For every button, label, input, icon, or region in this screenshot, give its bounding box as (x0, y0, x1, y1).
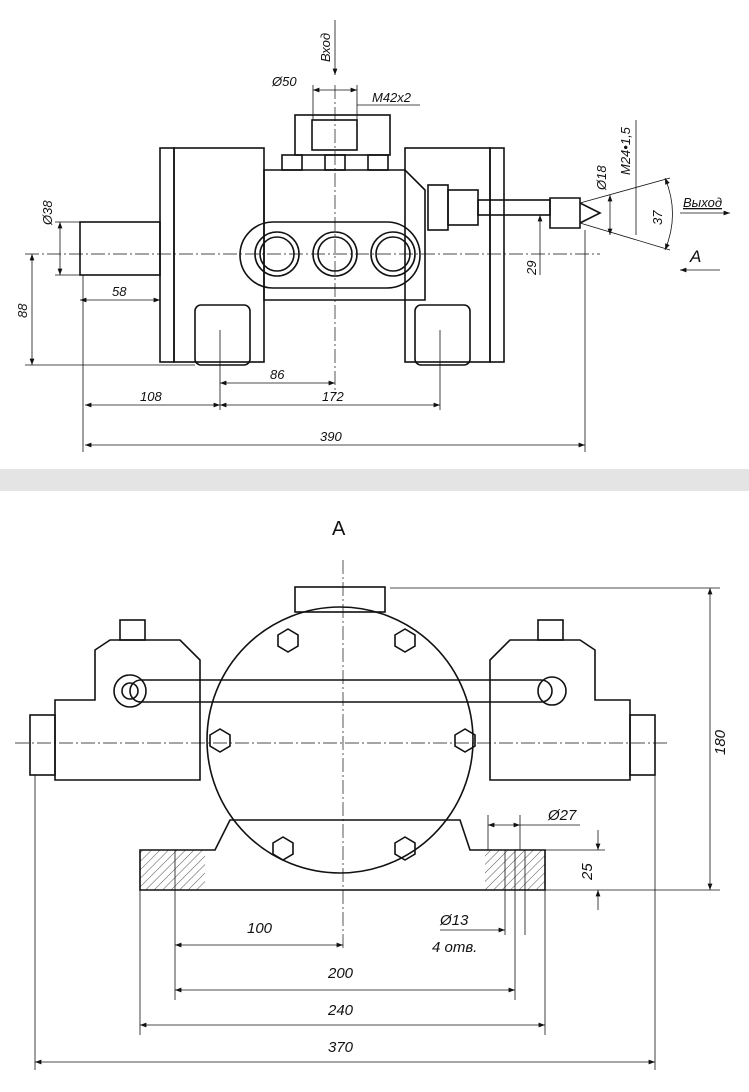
body-right (404, 147, 491, 363)
dim-shaft-height: 88 (15, 303, 30, 318)
dim-cone-angle: 37 (650, 210, 665, 225)
outlet-fitting (447, 189, 479, 226)
valve-plug (312, 231, 358, 277)
right-end-plate (489, 147, 505, 363)
top-tab (294, 586, 386, 613)
dim-hole-count: 4 отв. (432, 939, 477, 956)
side-bolt-right (629, 714, 656, 776)
dim-outlet-diameter: Ø18 (594, 165, 609, 191)
dimension-lines (25, 20, 730, 452)
bolt-head (119, 619, 146, 641)
valve-plug-inner (375, 236, 411, 272)
dim-foot-spacing: 172 (322, 389, 344, 404)
dim-outlet-offset: 29 (524, 261, 539, 276)
housing-bolts (209, 628, 476, 861)
outlet-nut (427, 184, 449, 231)
foot-left (194, 304, 251, 366)
inlet-bore (311, 119, 358, 151)
side-bolt-left (29, 714, 56, 776)
shaft (79, 221, 161, 276)
valve-plug (254, 231, 300, 277)
inlet-port (294, 114, 391, 156)
dim-base-width: 240 (327, 1002, 354, 1019)
dim-outlet-thread: M24•1,5 (618, 126, 633, 175)
bracket-left (54, 639, 201, 781)
base-section-left (140, 850, 205, 890)
valve-plug (370, 231, 416, 277)
bolt-head (367, 154, 389, 171)
valve-plug-inner (317, 236, 353, 272)
view-marker: A (689, 247, 701, 266)
bolt-head (281, 154, 303, 171)
dim-half-spacing: 100 (247, 920, 273, 937)
inlet-label: Вход (318, 33, 333, 62)
foot-right (414, 304, 471, 366)
bolt-head (324, 154, 346, 171)
base (139, 819, 546, 891)
dim-shaft-length: 58 (112, 284, 127, 299)
top-view: Вход Ø50 M42x2 Ø18 M24•1,5 37 Выход A 29… (15, 20, 730, 452)
dim-foot-to-center: 86 (270, 367, 285, 382)
valve-plug-inner (259, 236, 295, 272)
dim-inlet-thread: M42x2 (372, 90, 412, 105)
dim-counterbore: Ø27 (547, 807, 577, 824)
view-title: A (332, 518, 346, 540)
linkage-rod (129, 679, 553, 703)
valve-slot (239, 221, 421, 289)
bolt-head (537, 619, 564, 641)
left-end-plate (159, 147, 175, 363)
dimension-lines (34, 587, 720, 1070)
dim-hole-diameter: Ø13 (439, 912, 469, 929)
dim-inlet-diameter: Ø50 (271, 74, 297, 89)
dim-base-thickness: 25 (579, 863, 596, 881)
view-separator (0, 469, 749, 491)
rod-pin (121, 682, 139, 700)
rod-end-left (113, 674, 147, 708)
dim-shaft-diameter: Ø38 (40, 200, 55, 226)
bracket-right (489, 639, 631, 781)
bottom-view: A (15, 518, 729, 1070)
outlet-nozzle (549, 197, 602, 229)
outlet-pipe (477, 199, 551, 216)
rod-end-right (537, 676, 567, 706)
outlet-label: Выход (683, 195, 722, 210)
dim-overall-height: 180 (712, 729, 729, 755)
dim-hole-spacing: 200 (327, 965, 354, 982)
dim-left-to-foot: 108 (140, 389, 162, 404)
dim-overall-length: 390 (320, 429, 342, 444)
pump-housing (206, 606, 474, 874)
dim-overall-width: 370 (328, 1039, 354, 1056)
